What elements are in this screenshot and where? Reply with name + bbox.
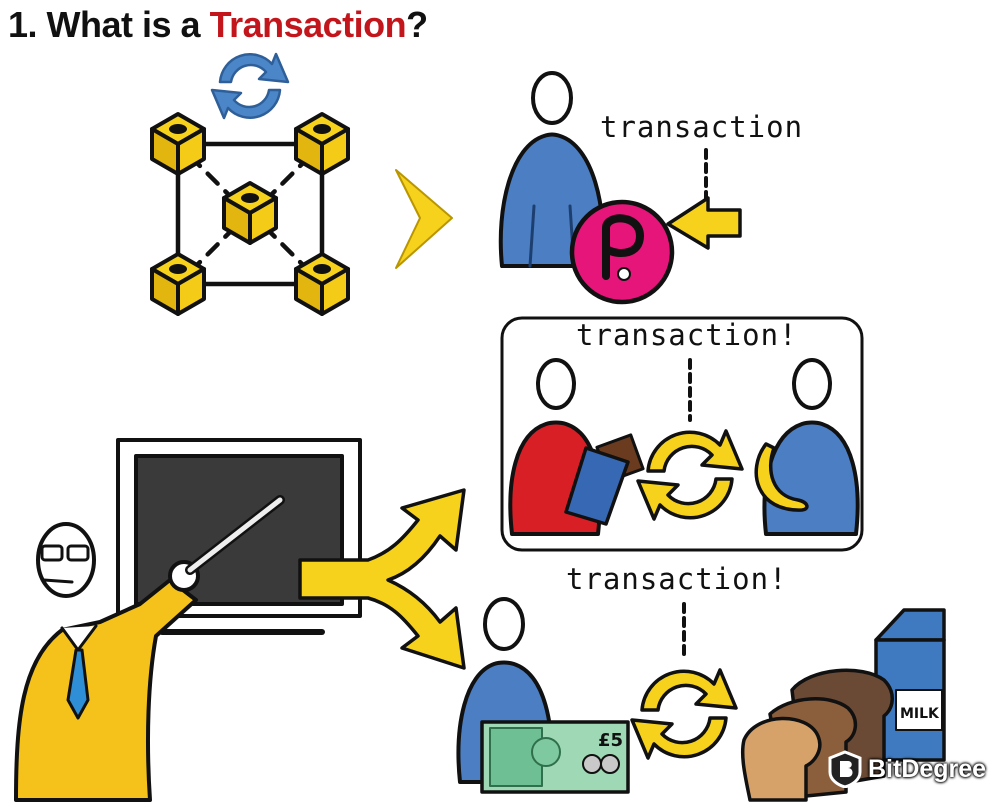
sync-arrows-blue-icon (210, 52, 290, 120)
milk-carton-icon: MILK (874, 608, 946, 762)
teacher-icon (14, 522, 200, 802)
bread-icon (740, 668, 894, 802)
milk-label: MILK (900, 706, 940, 722)
banknote-value: £5 (598, 730, 623, 751)
banknote-icon: £5 (480, 720, 630, 794)
bitdegree-shield-icon (828, 750, 862, 788)
split-arrow-icon (298, 488, 466, 670)
blockchain-network-icon (150, 112, 350, 316)
banana-icon (754, 442, 809, 512)
title-prefix: 1. What is a (8, 4, 210, 45)
brand-name: BitDegree (868, 754, 987, 783)
title-suffix: ? (406, 4, 428, 45)
brand-logo: BitDegree (828, 750, 986, 788)
arrow-left-icon (666, 196, 742, 250)
chocolate-bar-icon (564, 433, 645, 526)
label-transaction-crypto: transaction (600, 110, 804, 144)
page-title: 1. What is a Transaction? (8, 4, 428, 46)
sync-arrows-bottom-icon (630, 668, 738, 760)
label-transaction-barter: transaction! (576, 318, 798, 352)
label-transaction-purchase: transaction! (566, 562, 788, 596)
title-highlight: Transaction (209, 4, 407, 45)
polkadot-coin-icon (569, 199, 675, 305)
chevron-right-icon (395, 169, 453, 269)
